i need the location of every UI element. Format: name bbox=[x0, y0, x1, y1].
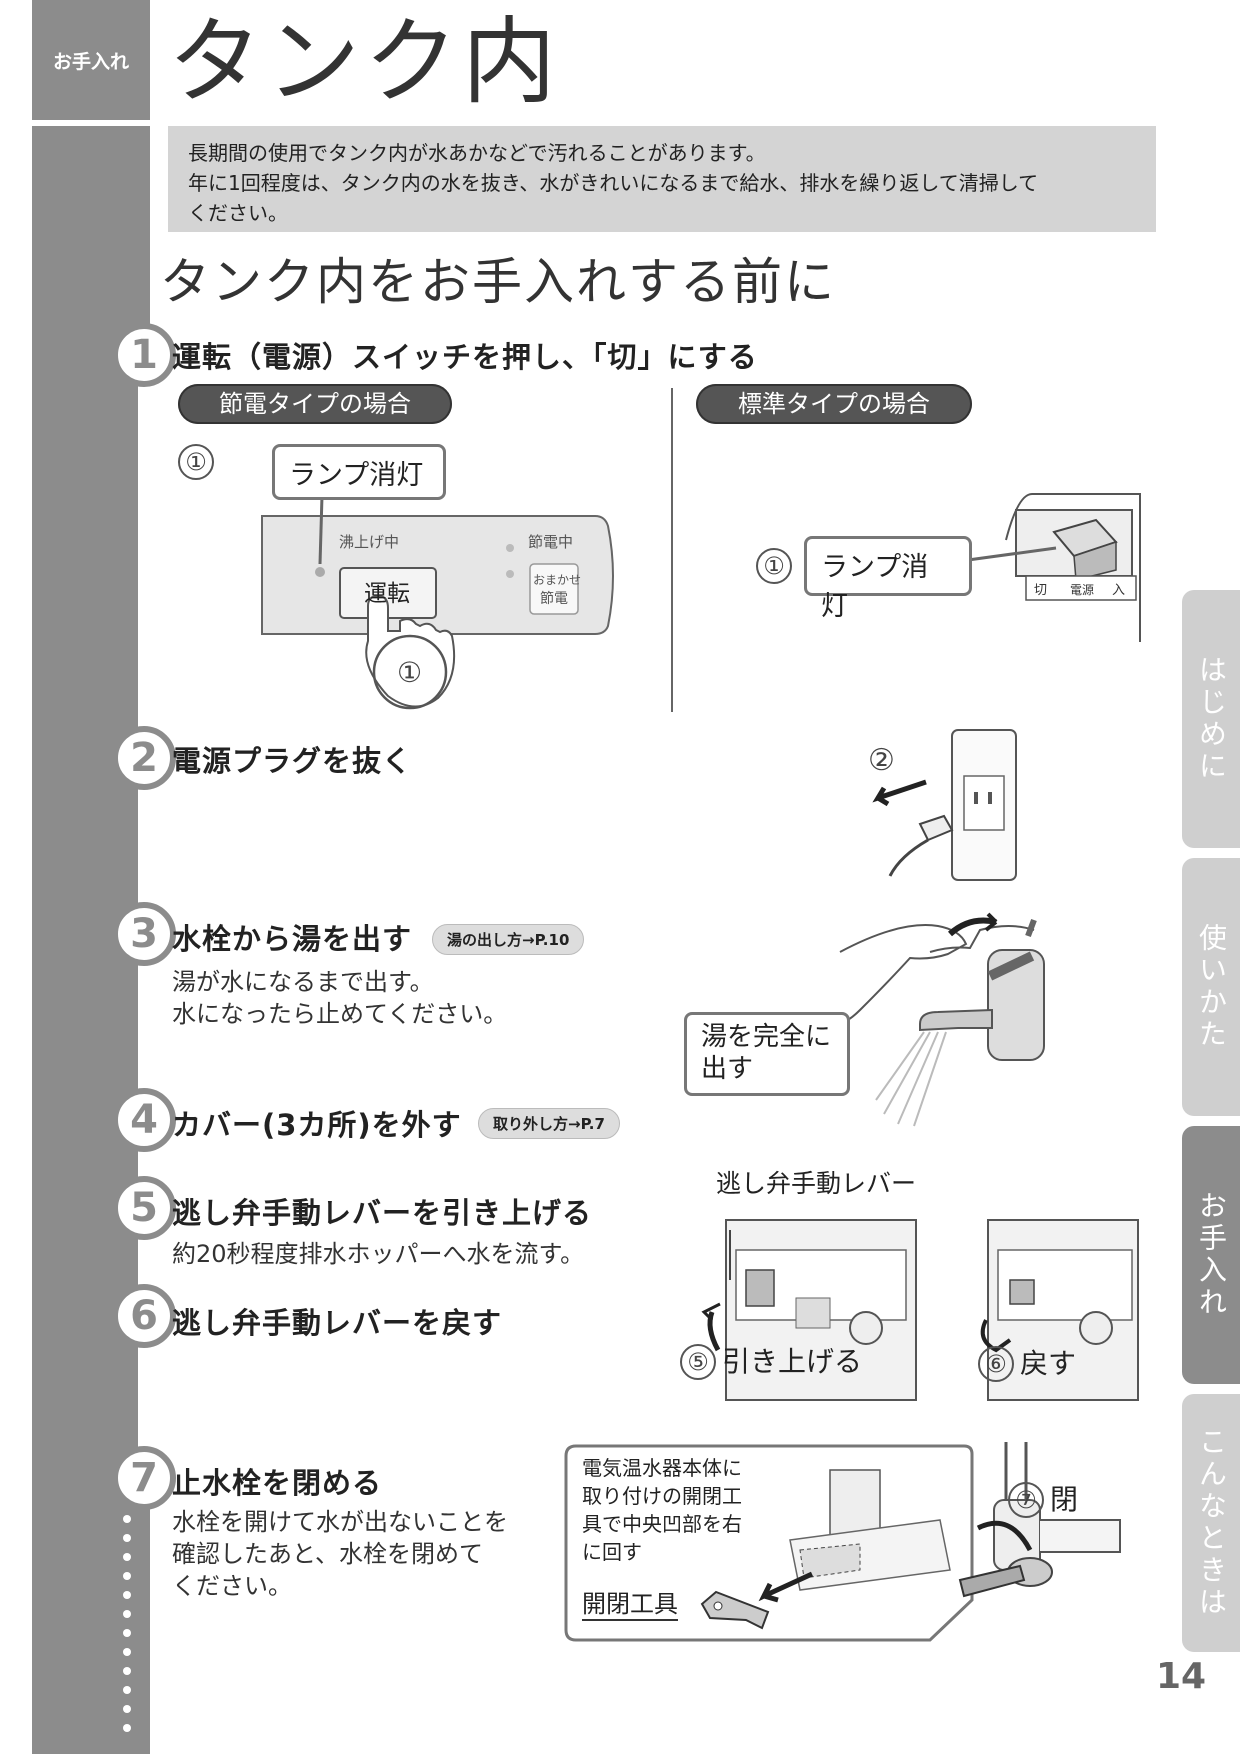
step-number: 7 bbox=[112, 1446, 176, 1510]
tool-instructions: 電気温水器本体に 取り付けの開閉工 具で中央凹部を右 に回す bbox=[582, 1454, 742, 1566]
step-description: 水栓を開けて水が出ないことを bbox=[172, 1508, 508, 1536]
tool-label: 開閉工具 bbox=[582, 1584, 678, 1621]
tool-instruction-line: 取り付けの開閉工 bbox=[582, 1484, 742, 1508]
saving-panel-illustration: 沸上げ中 節電中 運転 おまかせ 節電 ① bbox=[261, 495, 614, 710]
page-reference: 湯の出し方→P.10 bbox=[432, 924, 585, 955]
tab-oteire[interactable]: お手入れ bbox=[1182, 1126, 1240, 1384]
instruction-number: ① bbox=[178, 444, 214, 480]
step-title: 逃し弁手動レバーを引き上げる bbox=[172, 1196, 593, 1230]
instruction-number: ⑤ bbox=[680, 1344, 716, 1380]
step-title: 水栓から湯を出す bbox=[172, 922, 413, 956]
tab-hajimeni[interactable]: はじめに bbox=[1182, 590, 1240, 848]
step-title: 止水栓を閉める bbox=[172, 1466, 383, 1500]
intro-line: 長期間の使用でタンク内が水あかなどで汚れることがあります。 bbox=[188, 141, 766, 165]
page-reference: 取り外し方→P.7 bbox=[478, 1108, 620, 1139]
faucet-illustration bbox=[829, 912, 1045, 1127]
tool-instruction-line: 電気温水器本体に bbox=[582, 1456, 742, 1480]
step-title: 逃し弁手動レバーを戻す bbox=[172, 1306, 503, 1340]
omakase-label: 節電 bbox=[540, 590, 568, 607]
switch-on-label: 入 bbox=[1112, 583, 1125, 598]
step-number: 1 bbox=[112, 323, 176, 387]
step-title: カバー(3カ所)を外す bbox=[172, 1108, 462, 1142]
lamp-off-callout: ランプ消灯 bbox=[804, 536, 972, 622]
step-description: 約20秒程度排水ホッパーへ水を流す。 bbox=[172, 1240, 585, 1268]
instruction-number: ⑦ bbox=[1008, 1482, 1044, 1518]
intro-line: ください。 bbox=[188, 201, 288, 225]
callout-line: 出す bbox=[701, 1054, 754, 1084]
tab-konnatokiwa[interactable]: こんなときは bbox=[1182, 1394, 1240, 1652]
step-number: 2 bbox=[112, 726, 176, 790]
tab-tsukaikata[interactable]: 使いかた bbox=[1182, 858, 1240, 1116]
divider bbox=[671, 388, 673, 712]
step-number: 6 bbox=[112, 1284, 176, 1348]
switch-off-label: 切 bbox=[1034, 583, 1047, 598]
switch-power-label: 電源 bbox=[1070, 583, 1094, 597]
instruction-number: ① bbox=[397, 656, 422, 689]
type-label-standard: 標準タイプの場合 bbox=[696, 384, 972, 424]
run-button-label: 運転 bbox=[364, 581, 410, 607]
step-number: 3 bbox=[112, 902, 176, 966]
step-dots bbox=[123, 1515, 131, 1743]
section-title: タンク内をお手入れする前に bbox=[160, 253, 836, 311]
tool-icon bbox=[700, 1590, 770, 1630]
intro-box: 長期間の使用でタンク内が水あかなどで汚れることがあります。 年に1回程度は、タン… bbox=[168, 126, 1156, 232]
close-label: 閉 bbox=[1050, 1483, 1079, 1516]
relief-valve-illustration bbox=[701, 1219, 1139, 1401]
instruction-number: ① bbox=[756, 548, 792, 584]
lamp-off-callout: ランプ消灯 bbox=[272, 444, 446, 500]
panel-label-boiling: 沸上げ中 bbox=[339, 533, 399, 551]
panel-label-saving: 節電中 bbox=[528, 533, 573, 551]
instruction-number: ⑥ bbox=[978, 1346, 1014, 1382]
pull-up-label: 引き上げる bbox=[722, 1345, 863, 1378]
section-tab: お手入れ bbox=[32, 0, 150, 120]
callout-line: 湯を完全に bbox=[701, 1022, 832, 1052]
omakase-label: おまかせ bbox=[533, 573, 581, 587]
step-number: 5 bbox=[112, 1176, 176, 1240]
step-description: 湯が水になるまで出す。 bbox=[172, 968, 434, 996]
page-number: 14 bbox=[1156, 1656, 1207, 1697]
faucet-callout: 湯を完全に 出す bbox=[684, 1012, 850, 1096]
step-description: 確認したあと、水栓を閉めて bbox=[172, 1540, 484, 1568]
step-description: 水になったら止めてください。 bbox=[172, 1000, 508, 1028]
intro-line: 年に1回程度は、タンク内の水を抜き、水がきれいになるまで給水、排水を繰り返して清… bbox=[188, 171, 1039, 195]
tool-instruction-line: に回す bbox=[582, 1540, 642, 1564]
page-title: タンク内 bbox=[168, 8, 561, 117]
plug-outlet-illustration: ② bbox=[868, 729, 1017, 881]
step-description: ください。 bbox=[172, 1572, 292, 1600]
instruction-number: ② bbox=[868, 743, 895, 778]
step-number: 4 bbox=[112, 1088, 176, 1152]
step-title: 運転（電源）スイッチを押し、「切」にする bbox=[172, 340, 758, 374]
lever-label: 逃し弁手動レバー bbox=[716, 1169, 917, 1198]
return-label: 戻す bbox=[1020, 1347, 1077, 1380]
step-title: 電源プラグを抜く bbox=[172, 744, 413, 778]
standard-switch-illustration: 切 電源 入 bbox=[967, 493, 1141, 642]
stop-valve-illustration bbox=[564, 1442, 1121, 1642]
tool-instruction-line: 具で中央凹部を右 bbox=[582, 1512, 742, 1536]
type-label-saving: 節電タイプの場合 bbox=[178, 384, 452, 424]
